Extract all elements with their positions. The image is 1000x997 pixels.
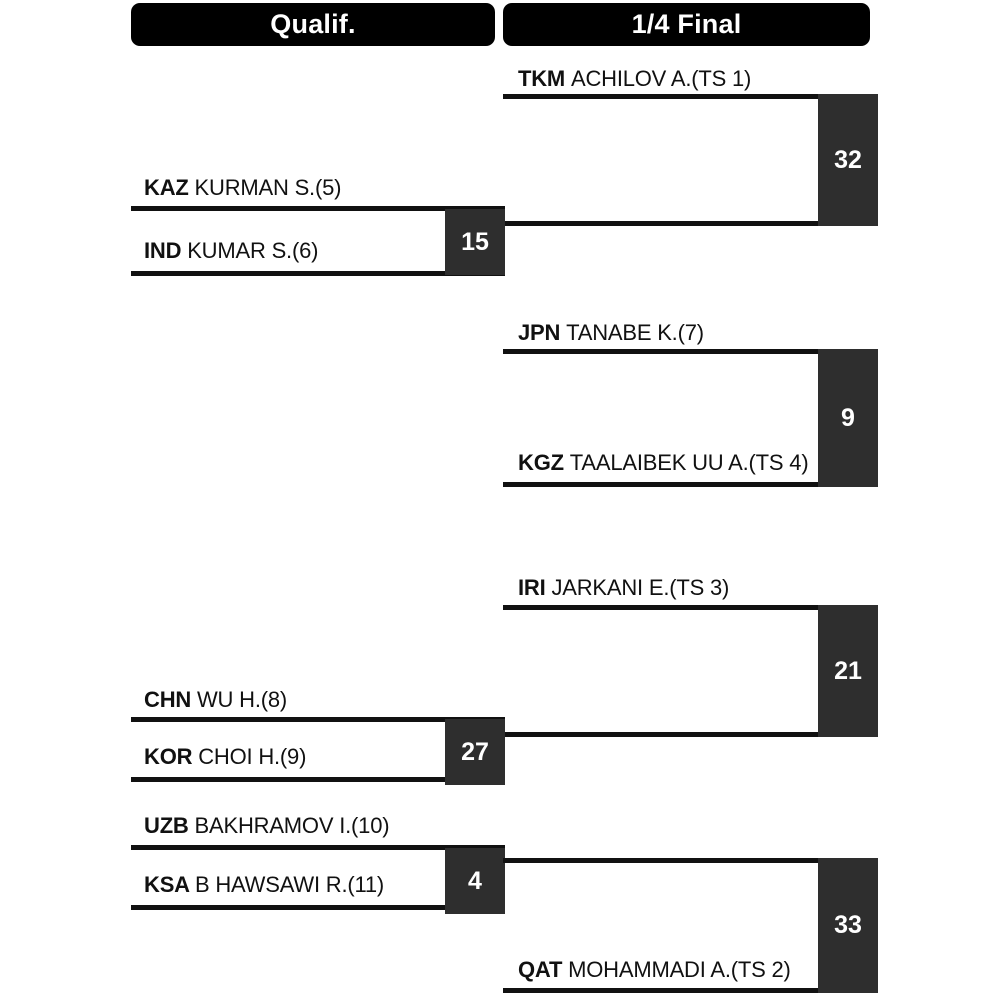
competitor-name: JARKANI E.(TS 3) — [551, 575, 730, 600]
round-tab-qualif[interactable]: Qualif. — [131, 3, 495, 46]
competitor-kgz-taalaibek: KGZ TAALAIBEK UU A.(TS 4) — [518, 450, 809, 476]
bracket-line-qual1-bottom — [131, 271, 505, 276]
competitor-noc: KSA — [144, 872, 195, 897]
score-qf1-value: 32 — [834, 145, 862, 174]
competitor-noc: IND — [144, 238, 188, 263]
competitor-name: B HAWSAWI R.(11) — [194, 872, 385, 897]
score-qf4: 33 — [818, 858, 878, 993]
competitor-ksa-bhawsawi: KSA B HAWSAWI R.(11) — [144, 872, 384, 898]
score-qual2: 27 — [445, 719, 505, 785]
bracket-line-qf4-bottom — [503, 988, 878, 993]
round-tab-quarterfinal-label: 1/4 Final — [631, 9, 742, 39]
competitor-iri-jarkani: IRI JARKANI E.(TS 3) — [518, 575, 729, 601]
competitor-noc: CHN — [144, 687, 197, 712]
competitor-name: ACHILOV A.(TS 1) — [570, 66, 752, 91]
bracket-line-qual2-top — [131, 717, 505, 722]
competitor-noc: UZB — [144, 813, 195, 838]
bracket-line-qf2-bottom — [503, 482, 878, 487]
bracket-line-qual2-bottom — [131, 777, 505, 782]
competitor-jpn-tanabe: JPN TANABE K.(7) — [518, 320, 704, 346]
round-tab-quarterfinal[interactable]: 1/4 Final — [503, 3, 870, 46]
score-qual3: 4 — [445, 848, 505, 914]
bracket-line-qf1-top — [503, 94, 878, 99]
competitor-name: TAALAIBEK UU A.(TS 4) — [569, 450, 809, 475]
score-qf2-value: 9 — [841, 403, 855, 432]
competitor-name: BAKHRAMOV I.(10) — [194, 813, 390, 838]
competitor-uzb-bakhramov: UZB BAKHRAMOV I.(10) — [144, 813, 390, 839]
competitor-name: KURMAN S.(5) — [194, 175, 342, 200]
competitor-noc: TKM — [518, 66, 571, 91]
competitor-tkm-achilov: TKM ACHILOV A.(TS 1) — [518, 66, 751, 92]
competitor-name-jpn: TANABE K.(7) — [566, 320, 704, 345]
bracket-line-qual3-bottom — [131, 905, 505, 910]
round-tab-qualif-label: Qualif. — [270, 9, 356, 39]
score-qf3: 21 — [818, 605, 878, 737]
competitor-ind-kumar: IND KUMAR S.(6) — [144, 238, 318, 264]
competitor-noc: IRI — [518, 575, 552, 600]
competitor-noc: KAZ — [144, 175, 195, 200]
bracket-line-qf1-bottom — [503, 221, 878, 226]
competitor-qat-mohammadi: QAT MOHAMMADI A.(TS 2) — [518, 957, 791, 983]
competitor-noc: KGZ — [518, 450, 570, 475]
competitor-noc: KOR — [144, 744, 199, 769]
score-qual2-value: 27 — [461, 737, 489, 766]
competitor-name: WU H.(8) — [196, 687, 288, 712]
score-qf2: 9 — [818, 349, 878, 487]
bracket-line-qf2-top — [503, 349, 878, 354]
competitor-name: CHOI H.(9) — [198, 744, 307, 769]
competitor-chn-wu: CHN WU H.(8) — [144, 687, 287, 713]
competitor-noc: QAT — [518, 957, 569, 982]
bracket-line-qf4-top — [503, 858, 878, 863]
bracket-line-qf3-bottom — [503, 732, 878, 737]
score-qf1: 32 — [818, 94, 878, 226]
competitor-noc: JPN — [518, 320, 567, 345]
competitor-name: KUMAR S.(6) — [187, 238, 319, 263]
competitor-name: MOHAMMADI A.(TS 2) — [568, 957, 791, 982]
bracket-line-qual1-top — [131, 206, 505, 211]
score-qual1-value: 15 — [461, 227, 489, 256]
score-qf3-value: 21 — [834, 656, 862, 685]
score-qual1: 15 — [445, 209, 505, 275]
bracket-line-qf3-top — [503, 605, 878, 610]
competitor-kor-choi: KOR CHOI H.(9) — [144, 744, 306, 770]
competitor-kaz-kurman: KAZ KURMAN S.(5) — [144, 175, 341, 201]
bracket-line-qual3-top — [131, 845, 505, 850]
score-qf4-value: 33 — [834, 911, 862, 939]
score-qual3-value: 4 — [468, 866, 482, 895]
